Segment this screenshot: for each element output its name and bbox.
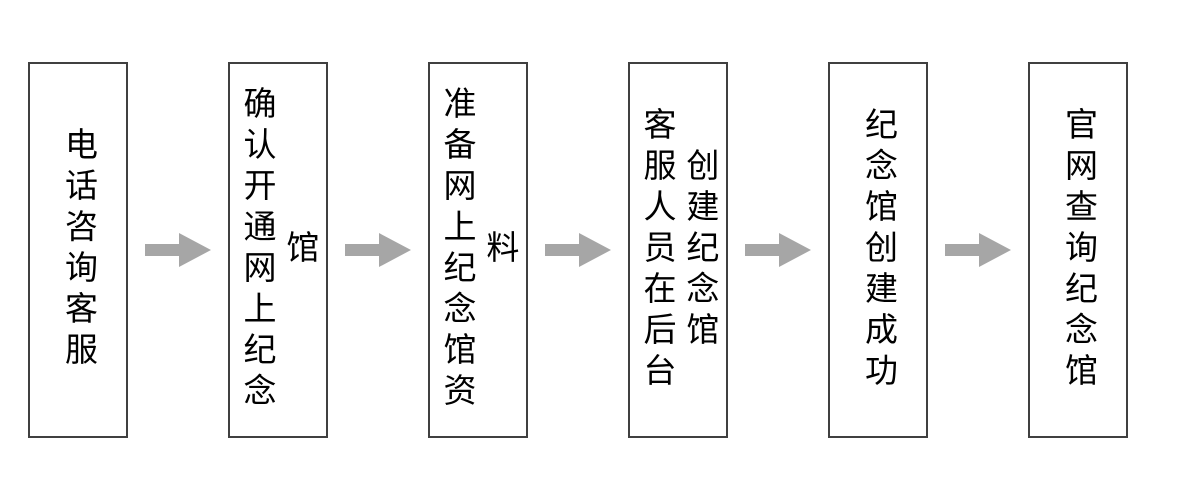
flow-node-label: 客服人员在后台创建纪念馆: [638, 106, 720, 394]
flow-connector-arrow-5: [928, 62, 1028, 438]
flow-node-step-1[interactable]: 电话咨询客服: [28, 62, 128, 438]
flow-connector-arrow-1: [128, 62, 228, 438]
flow-node-label: 纪念馆创建成功: [859, 106, 899, 394]
flow-node-step-2[interactable]: 确认开通网上纪念馆: [228, 62, 328, 438]
flow-node-step-6[interactable]: 官网查询纪念馆: [1028, 62, 1128, 438]
flow-node-label: 准备网上纪念馆资料: [438, 86, 520, 414]
right-arrow-icon: [345, 233, 411, 267]
flow-connector-arrow-2: [328, 62, 428, 438]
flow-node-step-5[interactable]: 纪念馆创建成功: [828, 62, 928, 438]
flow-node-label: 电话咨询客服: [59, 127, 99, 373]
flow-connector-arrow-4: [728, 62, 828, 438]
flow-node-step-4[interactable]: 客服人员在后台创建纪念馆: [628, 62, 728, 438]
flow-node-step-3[interactable]: 准备网上纪念馆资料: [428, 62, 528, 438]
right-arrow-icon: [745, 233, 811, 267]
right-arrow-icon: [545, 233, 611, 267]
flow-node-label: 确认开通网上纪念馆: [238, 86, 320, 414]
right-arrow-icon: [145, 233, 211, 267]
right-arrow-icon: [945, 233, 1011, 267]
flow-node-label: 官网查询纪念馆: [1059, 106, 1099, 394]
flow-connector-arrow-3: [528, 62, 628, 438]
